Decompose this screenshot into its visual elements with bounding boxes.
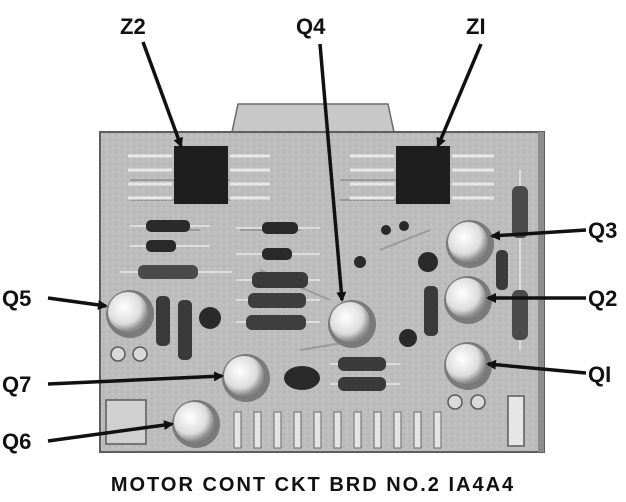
- test-points: [105, 346, 525, 447]
- arrow-z1: [436, 43, 483, 148]
- arrow-q5: [47, 296, 108, 310]
- arrow-q4: [318, 43, 347, 302]
- label-q6: Q6: [2, 429, 31, 454]
- transistor-q5: [106, 290, 154, 338]
- label-q4: Q4: [296, 14, 326, 39]
- board-shadow-edge: [538, 132, 544, 452]
- arrow-q1: [486, 359, 587, 375]
- label-q7: Q7: [2, 372, 31, 397]
- figure-caption: MOTOR CONT CKT BRD NO.2 IA4A4: [111, 474, 515, 496]
- ic-z1: [350, 146, 494, 204]
- label-q1: QI: [588, 362, 611, 387]
- small-components: [199, 221, 438, 390]
- arrow-q6: [47, 420, 174, 443]
- transistor-q2: [444, 276, 492, 324]
- ic-z2: [128, 146, 270, 204]
- label-q5: Q5: [2, 286, 31, 311]
- circuit-board: [99, 103, 545, 453]
- arrow-z2: [141, 41, 183, 148]
- transistor-q3: [446, 220, 494, 268]
- label-q3: Q3: [588, 218, 617, 243]
- transistor-q1: [444, 342, 492, 390]
- transistor-q6: [172, 400, 220, 448]
- pin-header: [233, 411, 442, 449]
- callout-arrows: [47, 41, 587, 443]
- arrow-q3: [490, 228, 587, 241]
- label-z1: ZI: [466, 14, 486, 39]
- label-z2: Z2: [120, 14, 146, 39]
- arrow-q7: [47, 371, 224, 386]
- transistor-q4: [328, 300, 376, 348]
- callout-labels: Z2 Q4 ZI Q3 Q2 QI Q5 Q7 Q6: [2, 14, 617, 454]
- board-tab: [231, 103, 395, 133]
- resistors: [120, 170, 528, 391]
- label-q2: Q2: [588, 286, 617, 311]
- transistor-q7: [222, 354, 270, 402]
